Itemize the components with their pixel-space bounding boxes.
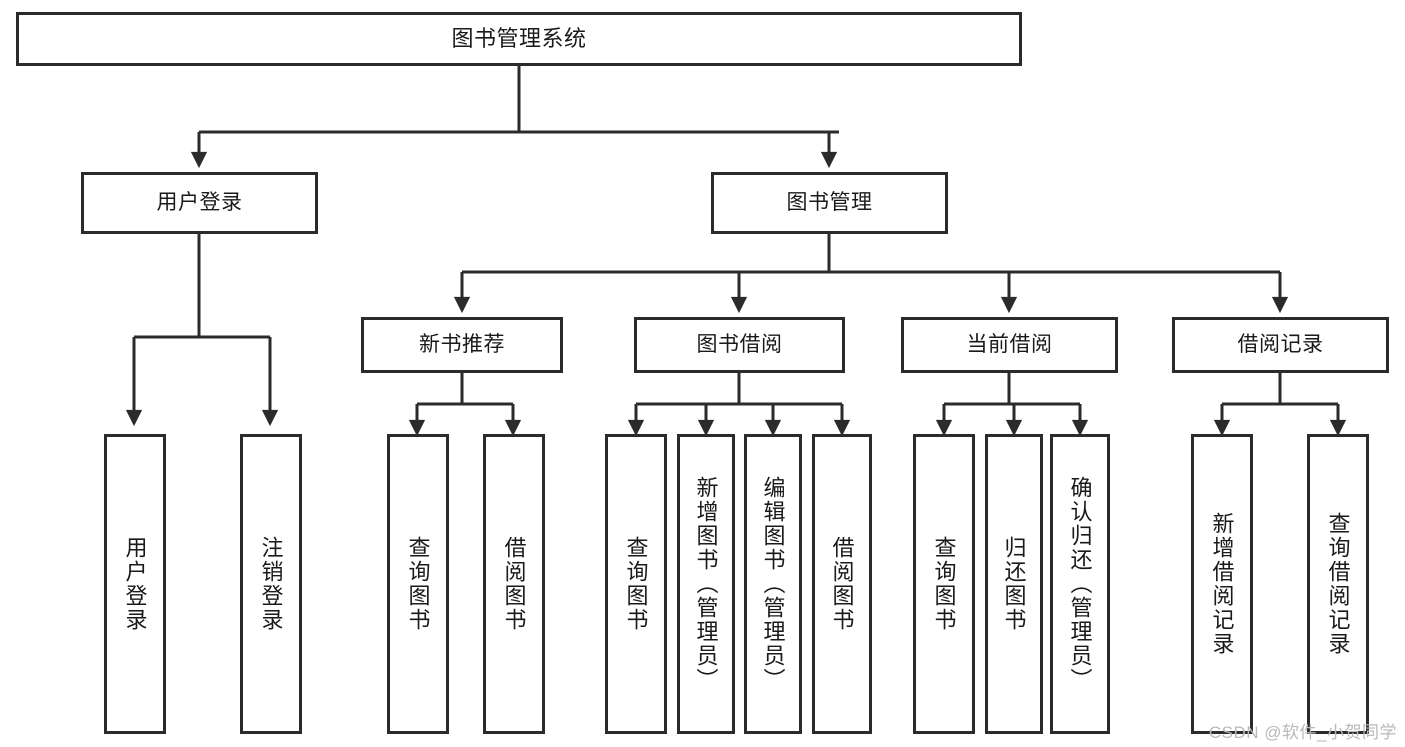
node-label: 新书推荐 [419, 333, 505, 357]
node-user-login[interactable]: 用户登录 [81, 172, 318, 234]
node-label: 图书管理系统 [451, 25, 587, 51]
leaf-user-login-signin[interactable]: 用户登录 [104, 434, 166, 734]
node-label: 借阅图书 [501, 536, 527, 632]
leaf-borrow-record-add[interactable]: 新增借阅记录 [1191, 434, 1253, 734]
node-new-book-recommend[interactable]: 新书推荐 [361, 317, 563, 373]
node-label: 借阅记录 [1237, 333, 1324, 357]
node-label: 借阅图书 [829, 536, 855, 632]
leaf-current-borrow-return[interactable]: 归还图书 [985, 434, 1043, 734]
leaf-new-book-borrow[interactable]: 借阅图书 [483, 434, 545, 734]
node-label: 用户登录 [122, 536, 148, 632]
leaf-book-borrow-query[interactable]: 查询图书 [605, 434, 667, 734]
node-label: 图书管理 [786, 191, 873, 215]
leaf-book-borrow-add[interactable]: 新增图书（管理员） [677, 434, 735, 734]
node-book-management[interactable]: 图书管理 [711, 172, 948, 234]
node-label: 图书借阅 [696, 333, 783, 357]
leaf-book-borrow-edit[interactable]: 编辑图书（管理员） [744, 434, 802, 734]
node-label: 查询图书 [931, 536, 957, 632]
node-current-borrow[interactable]: 当前借阅 [901, 317, 1118, 373]
node-label: 注销登录 [258, 536, 284, 632]
node-system-root[interactable]: 图书管理系统 [16, 12, 1022, 66]
leaf-new-book-query[interactable]: 查询图书 [387, 434, 449, 734]
watermark-text: CSDN @软件_小贺同学 [1208, 723, 1397, 742]
node-label: 当前借阅 [966, 333, 1053, 357]
leaf-borrow-record-query[interactable]: 查询借阅记录 [1307, 434, 1369, 734]
node-borrow-record[interactable]: 借阅记录 [1172, 317, 1389, 373]
node-label: 新增借阅记录 [1209, 512, 1235, 656]
node-label: 查询图书 [405, 536, 431, 632]
node-label: 归还图书 [1001, 536, 1027, 632]
node-label: 查询借阅记录 [1325, 512, 1351, 656]
leaf-user-login-signout[interactable]: 注销登录 [240, 434, 302, 734]
node-label: 确认归还（管理员） [1067, 476, 1093, 692]
leaf-current-borrow-query[interactable]: 查询图书 [913, 434, 975, 734]
node-label: 查询图书 [623, 536, 649, 632]
node-label: 编辑图书（管理员） [760, 476, 786, 692]
node-book-borrow[interactable]: 图书借阅 [634, 317, 845, 373]
node-label: 新增图书（管理员） [693, 476, 719, 692]
leaf-current-borrow-confirm[interactable]: 确认归还（管理员） [1050, 434, 1110, 734]
node-label: 用户登录 [156, 191, 243, 215]
leaf-book-borrow-lend[interactable]: 借阅图书 [812, 434, 872, 734]
